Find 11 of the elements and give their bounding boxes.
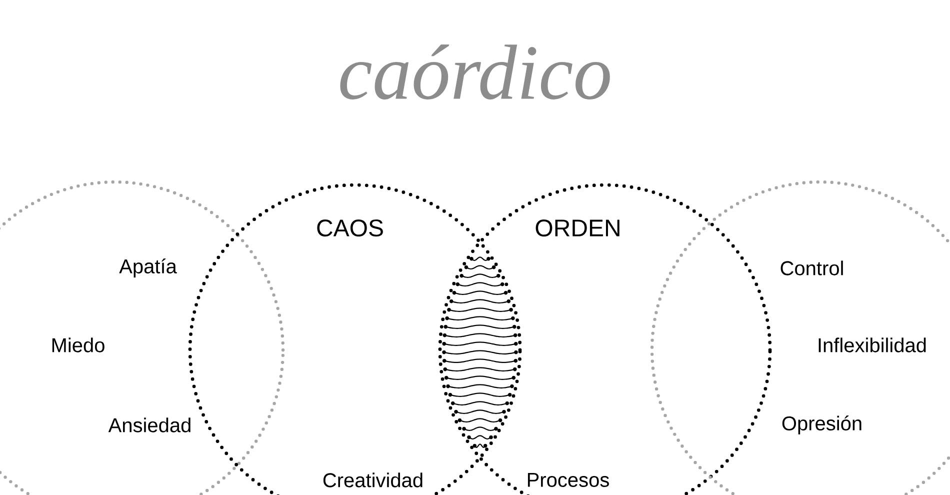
circle-label: Inflexibilidad [818, 338, 926, 352]
circle-label: CAOS [317, 220, 383, 236]
circle-label: Procesos [528, 473, 609, 487]
circle-label: Opresión [782, 416, 862, 434]
circle-label: Miedo [52, 338, 104, 352]
circle-label: Ansiedad [108, 418, 190, 432]
circle-label: Apatía [119, 258, 177, 278]
circle-label: ORDEN [536, 220, 620, 236]
circle-label: Creatividad [323, 472, 422, 488]
title: caórdico [340, 44, 610, 100]
circle-label: Control [780, 260, 843, 276]
